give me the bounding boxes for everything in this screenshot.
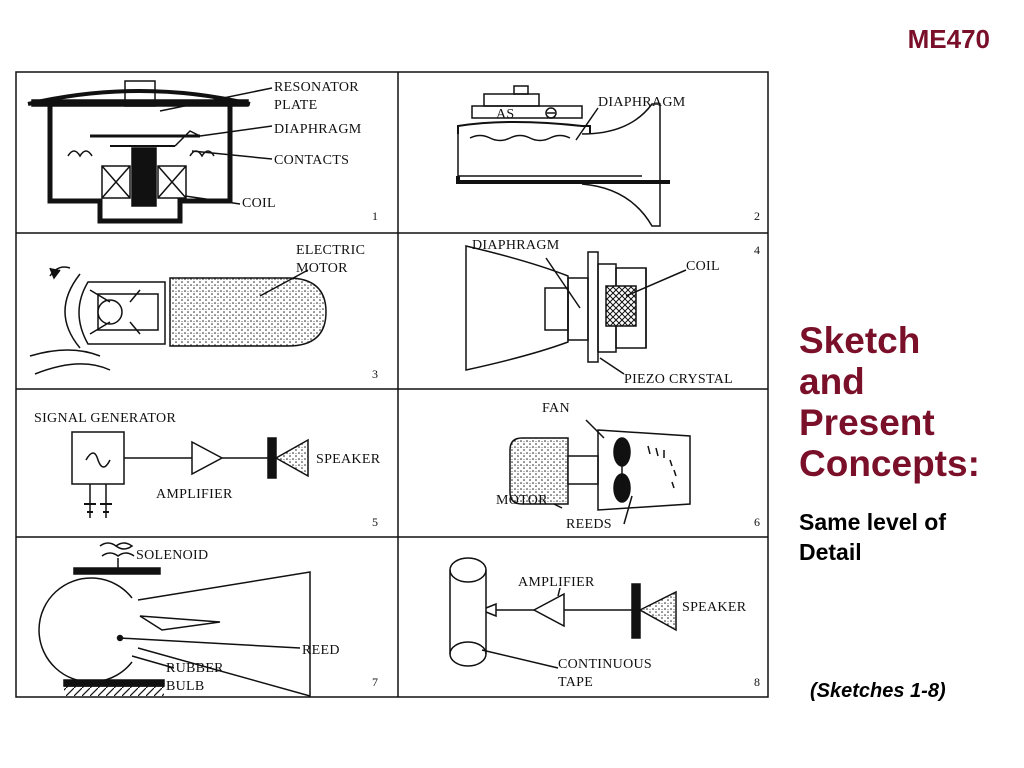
slide-title: Sketch and Present Concepts: <box>799 320 1014 484</box>
sketch-1-label-coil: COIL <box>242 196 276 211</box>
sketch-8-label-continuous: CONTINUOUS <box>558 657 652 672</box>
sketch-3-number: 3 <box>372 367 378 381</box>
title-line: and <box>799 361 865 402</box>
sketch-5: SIGNAL GENERATOR AMPLIFIER SPEAKER 5 <box>34 411 381 529</box>
sketch-7-label-solenoid: SOLENOID <box>136 548 208 563</box>
sketch-1-label-resonator: RESONATOR <box>274 80 359 95</box>
sketch-2-number: 2 <box>754 209 760 223</box>
sketches-footnote: (Sketches 1-8) <box>810 680 946 702</box>
title-line: Concepts: <box>799 443 980 484</box>
sketch-5-label-signal-generator: SIGNAL GENERATOR <box>34 411 176 426</box>
sketch-grid <box>15 71 769 698</box>
sketch-5-label-amplifier: AMPLIFIER <box>156 487 233 502</box>
sketch-4-number: 4 <box>754 243 760 257</box>
sketch-8-label-speaker: SPEAKER <box>682 600 747 615</box>
sketch-7: SOLENOID REED RUBBER BULB 7 <box>38 542 378 697</box>
sketch-1-label-diaphragm: DIAPHRAGM <box>274 122 362 137</box>
sketch-8-number: 8 <box>754 675 760 689</box>
sketch-6: FAN MOTOR REEDS 6 <box>496 401 760 532</box>
subtitle-line: Same level of <box>799 509 947 535</box>
sketch-4-label-piezo: PIEZO CRYSTAL <box>624 372 733 387</box>
sketch-5-label-speaker: SPEAKER <box>316 452 381 467</box>
sketch-2-label-as: AS <box>496 107 515 122</box>
sketch-8-label-amplifier: AMPLIFIER <box>518 575 595 590</box>
sketch-1-number: 1 <box>372 209 378 223</box>
sketch-7-label-bulb: BULB <box>166 679 205 694</box>
sketch-2-label-diaphragm: DIAPHRAGM <box>598 95 686 110</box>
slide-subtitle: Same level of Detail <box>799 507 1014 567</box>
sketch-3: ELECTRIC MOTOR 3 <box>29 243 378 381</box>
sketch-8-label-tape: TAPE <box>558 675 593 690</box>
course-code: ME470 <box>907 24 990 54</box>
title-line: Present <box>799 402 935 443</box>
sketch-5-number: 5 <box>372 515 378 529</box>
sketch-3-label-electric: ELECTRIC <box>296 243 365 258</box>
sketch-7-label-rubber: RUBBER <box>166 661 224 676</box>
sketch-1-label-contacts: CONTACTS <box>274 153 349 168</box>
sketch-4-label-diaphragm: DIAPHRAGM <box>472 238 560 253</box>
sketch-1-label-plate: PLATE <box>274 98 318 113</box>
subtitle-line: Detail <box>799 539 862 565</box>
sketch-3-label-motor: MOTOR <box>296 261 348 276</box>
sketch-7-label-reed: REED <box>302 643 340 658</box>
sketch-8: AMPLIFIER SPEAKER CONTINUOUS TAPE 8 <box>449 557 760 690</box>
sketch-1: RESONATOR PLATE DIAPHRAGM CONTACTS COIL … <box>27 80 378 224</box>
sketch-6-label-fan: FAN <box>542 401 570 416</box>
sketch-6-label-reeds: REEDS <box>566 517 612 532</box>
title-line: Sketch <box>799 320 921 361</box>
sketch-7-number: 7 <box>372 675 378 689</box>
sketch-4-label-coil: COIL <box>686 259 720 274</box>
concept-sketches-figure: RESONATOR PLATE DIAPHRAGM CONTACTS COIL … <box>15 71 769 698</box>
sketch-6-label-motor: MOTOR <box>496 493 548 508</box>
sketch-4: DIAPHRAGM COIL PIEZO CRYSTAL 4 <box>465 238 760 387</box>
sketch-6-number: 6 <box>754 515 760 529</box>
sketch-2: AS DIAPHRAGM 2 <box>456 85 760 227</box>
